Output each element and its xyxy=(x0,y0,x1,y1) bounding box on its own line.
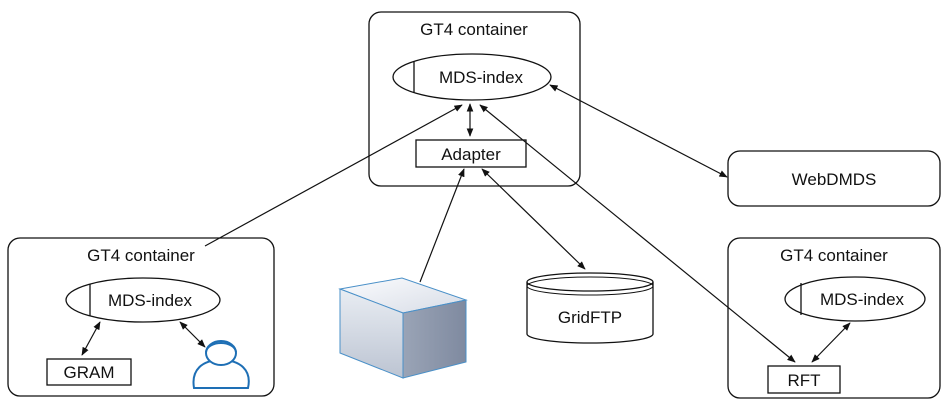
adapter-box: Adapter xyxy=(415,139,527,168)
arrow-leftindex-user xyxy=(179,321,206,348)
arrow-leftcontainer-topindex xyxy=(204,104,463,247)
arrow-server-adapter xyxy=(419,168,465,283)
rft-box: RFT xyxy=(767,365,841,394)
right-container-title: GT4 container xyxy=(780,246,888,265)
adapter-label: Adapter xyxy=(441,145,501,164)
arrow-adapter-gridftp xyxy=(481,168,586,270)
left-mds-index: MDS-index xyxy=(65,277,221,323)
left-mds-index-label: MDS-index xyxy=(108,291,193,310)
left-gt4-container: GT4 container MDS-index GRAM xyxy=(7,237,275,397)
top-mds-index: MDS-index xyxy=(392,53,552,101)
database-cylinder-icon: GridFTP xyxy=(526,272,654,344)
webdmds-box: WebDMDS xyxy=(727,150,941,207)
gram-box: GRAM xyxy=(46,358,132,386)
right-gt4-container: GT4 container MDS-index RFT xyxy=(727,237,941,399)
server-box-icon xyxy=(338,277,468,379)
arrow-rightindex-rft xyxy=(811,322,851,363)
right-mds-index-label: MDS-index xyxy=(820,290,905,309)
webdmds-label: WebDMDS xyxy=(792,170,877,189)
arrow-topindex-rft xyxy=(479,104,796,363)
arrow-leftindex-gram xyxy=(81,321,101,356)
gridftp-label: GridFTP xyxy=(558,308,622,327)
rft-label: RFT xyxy=(787,371,820,390)
top-gt4-container: GT4 container MDS-index Adapter xyxy=(368,11,581,187)
gram-label: GRAM xyxy=(64,363,115,382)
right-mds-index: MDS-index xyxy=(784,276,926,322)
left-container-title: GT4 container xyxy=(87,246,195,265)
top-mds-index-label: MDS-index xyxy=(439,68,524,87)
connectors xyxy=(81,84,851,363)
top-container-title: GT4 container xyxy=(420,20,528,39)
user-icon xyxy=(192,340,250,389)
